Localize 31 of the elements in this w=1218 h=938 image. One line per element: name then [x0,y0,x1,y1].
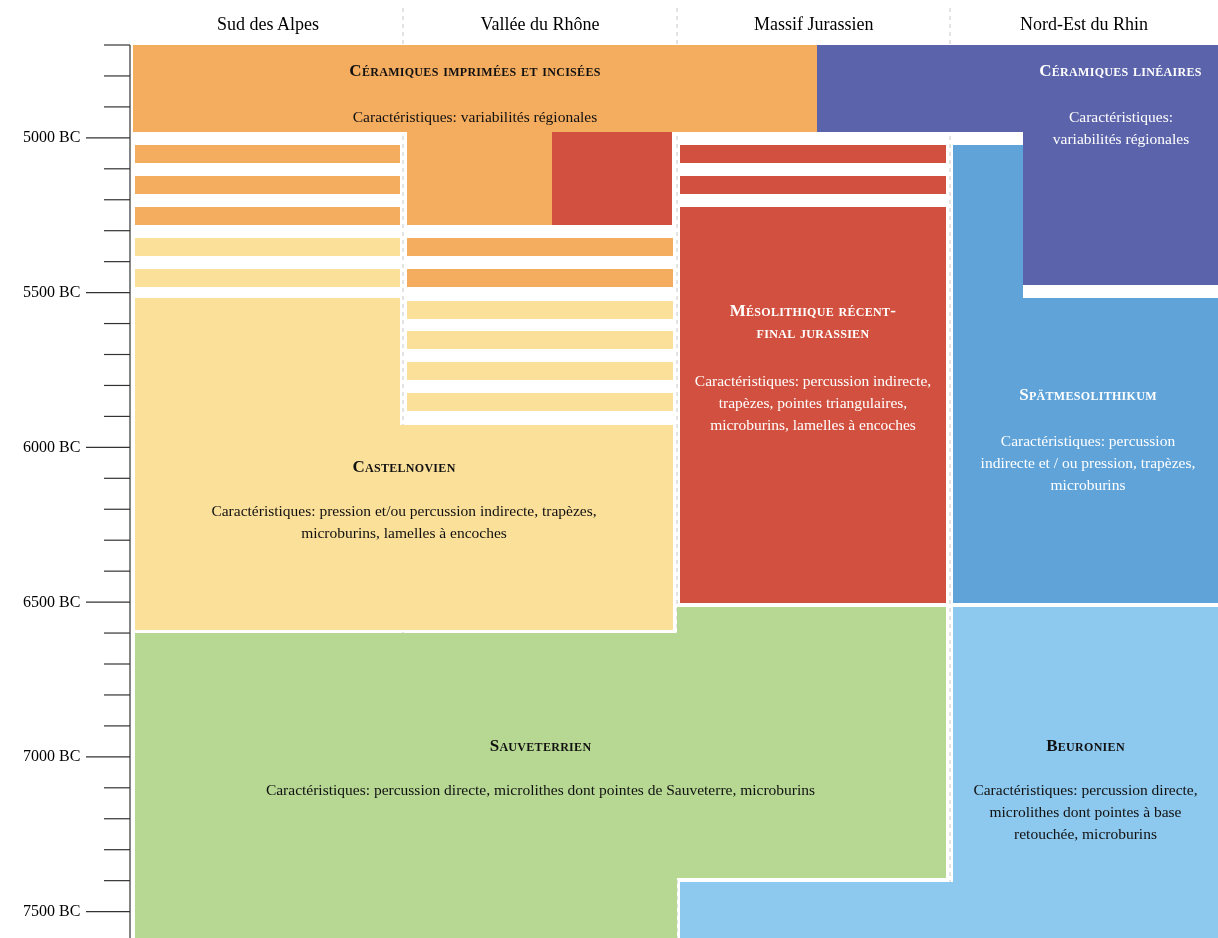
period-region [133,45,817,225]
axis-tick-label: 5500 BC [23,283,81,301]
period-region [135,298,673,630]
axis-tick-label: 5000 BC [23,128,81,146]
period-description: Caractéristiques: percussion indirecte et / ou pression, trapèzes, microburins [979,431,1197,495]
column-header: Sud des Alpes [217,14,319,35]
period-description: Caractéristiques: percussion directe, microlithes dont pointes à base retouchée, microburins [972,780,1199,844]
period-region [135,607,946,938]
axis-tick-label: 7000 BC [23,747,81,765]
period-description: Caractéristiques: percussion indirecte, trapèzes, pointes triangulaires, microburins, lamelles à encoches [693,371,933,435]
period-title: Sauveterrien [488,735,593,757]
period-title: Mésolithique récent-final jurassien [728,300,898,344]
period-region [680,207,946,603]
axis-tick-label: 6500 BC [23,593,81,611]
period-block [552,132,672,225]
period-region [953,145,1218,603]
axis-tick-label: 6000 BC [23,438,81,456]
period-description: Caractéristiques: variabilités régionales [1051,107,1191,149]
period-description: Caractéristiques: percussion directe, microlithes dont pointes de Sauveterre, microburins [264,780,817,800]
period-description: Caractéristiques: pression et/ou percussion indirecte, trapèzes, microburins, lamelles à encoches [210,501,598,543]
column-header: Nord-Est du Rhin [1020,14,1148,35]
column-header: Vallée du Rhône [480,14,600,35]
period-title: Castelnovien [351,456,457,478]
axis-tick-label: 7500 BC [23,902,81,920]
period-region [817,45,1218,285]
period-title: Spätmesolithikum [1018,384,1158,406]
column-header: Massif Jurassien [754,14,874,35]
period-description: Caractéristiques: variabilités régionales [351,107,599,127]
period-title: Beuronien [1045,735,1126,757]
period-title: Céramiques imprimées et incisées [348,60,602,82]
period-title: Céramiques linéaires [1038,60,1203,82]
